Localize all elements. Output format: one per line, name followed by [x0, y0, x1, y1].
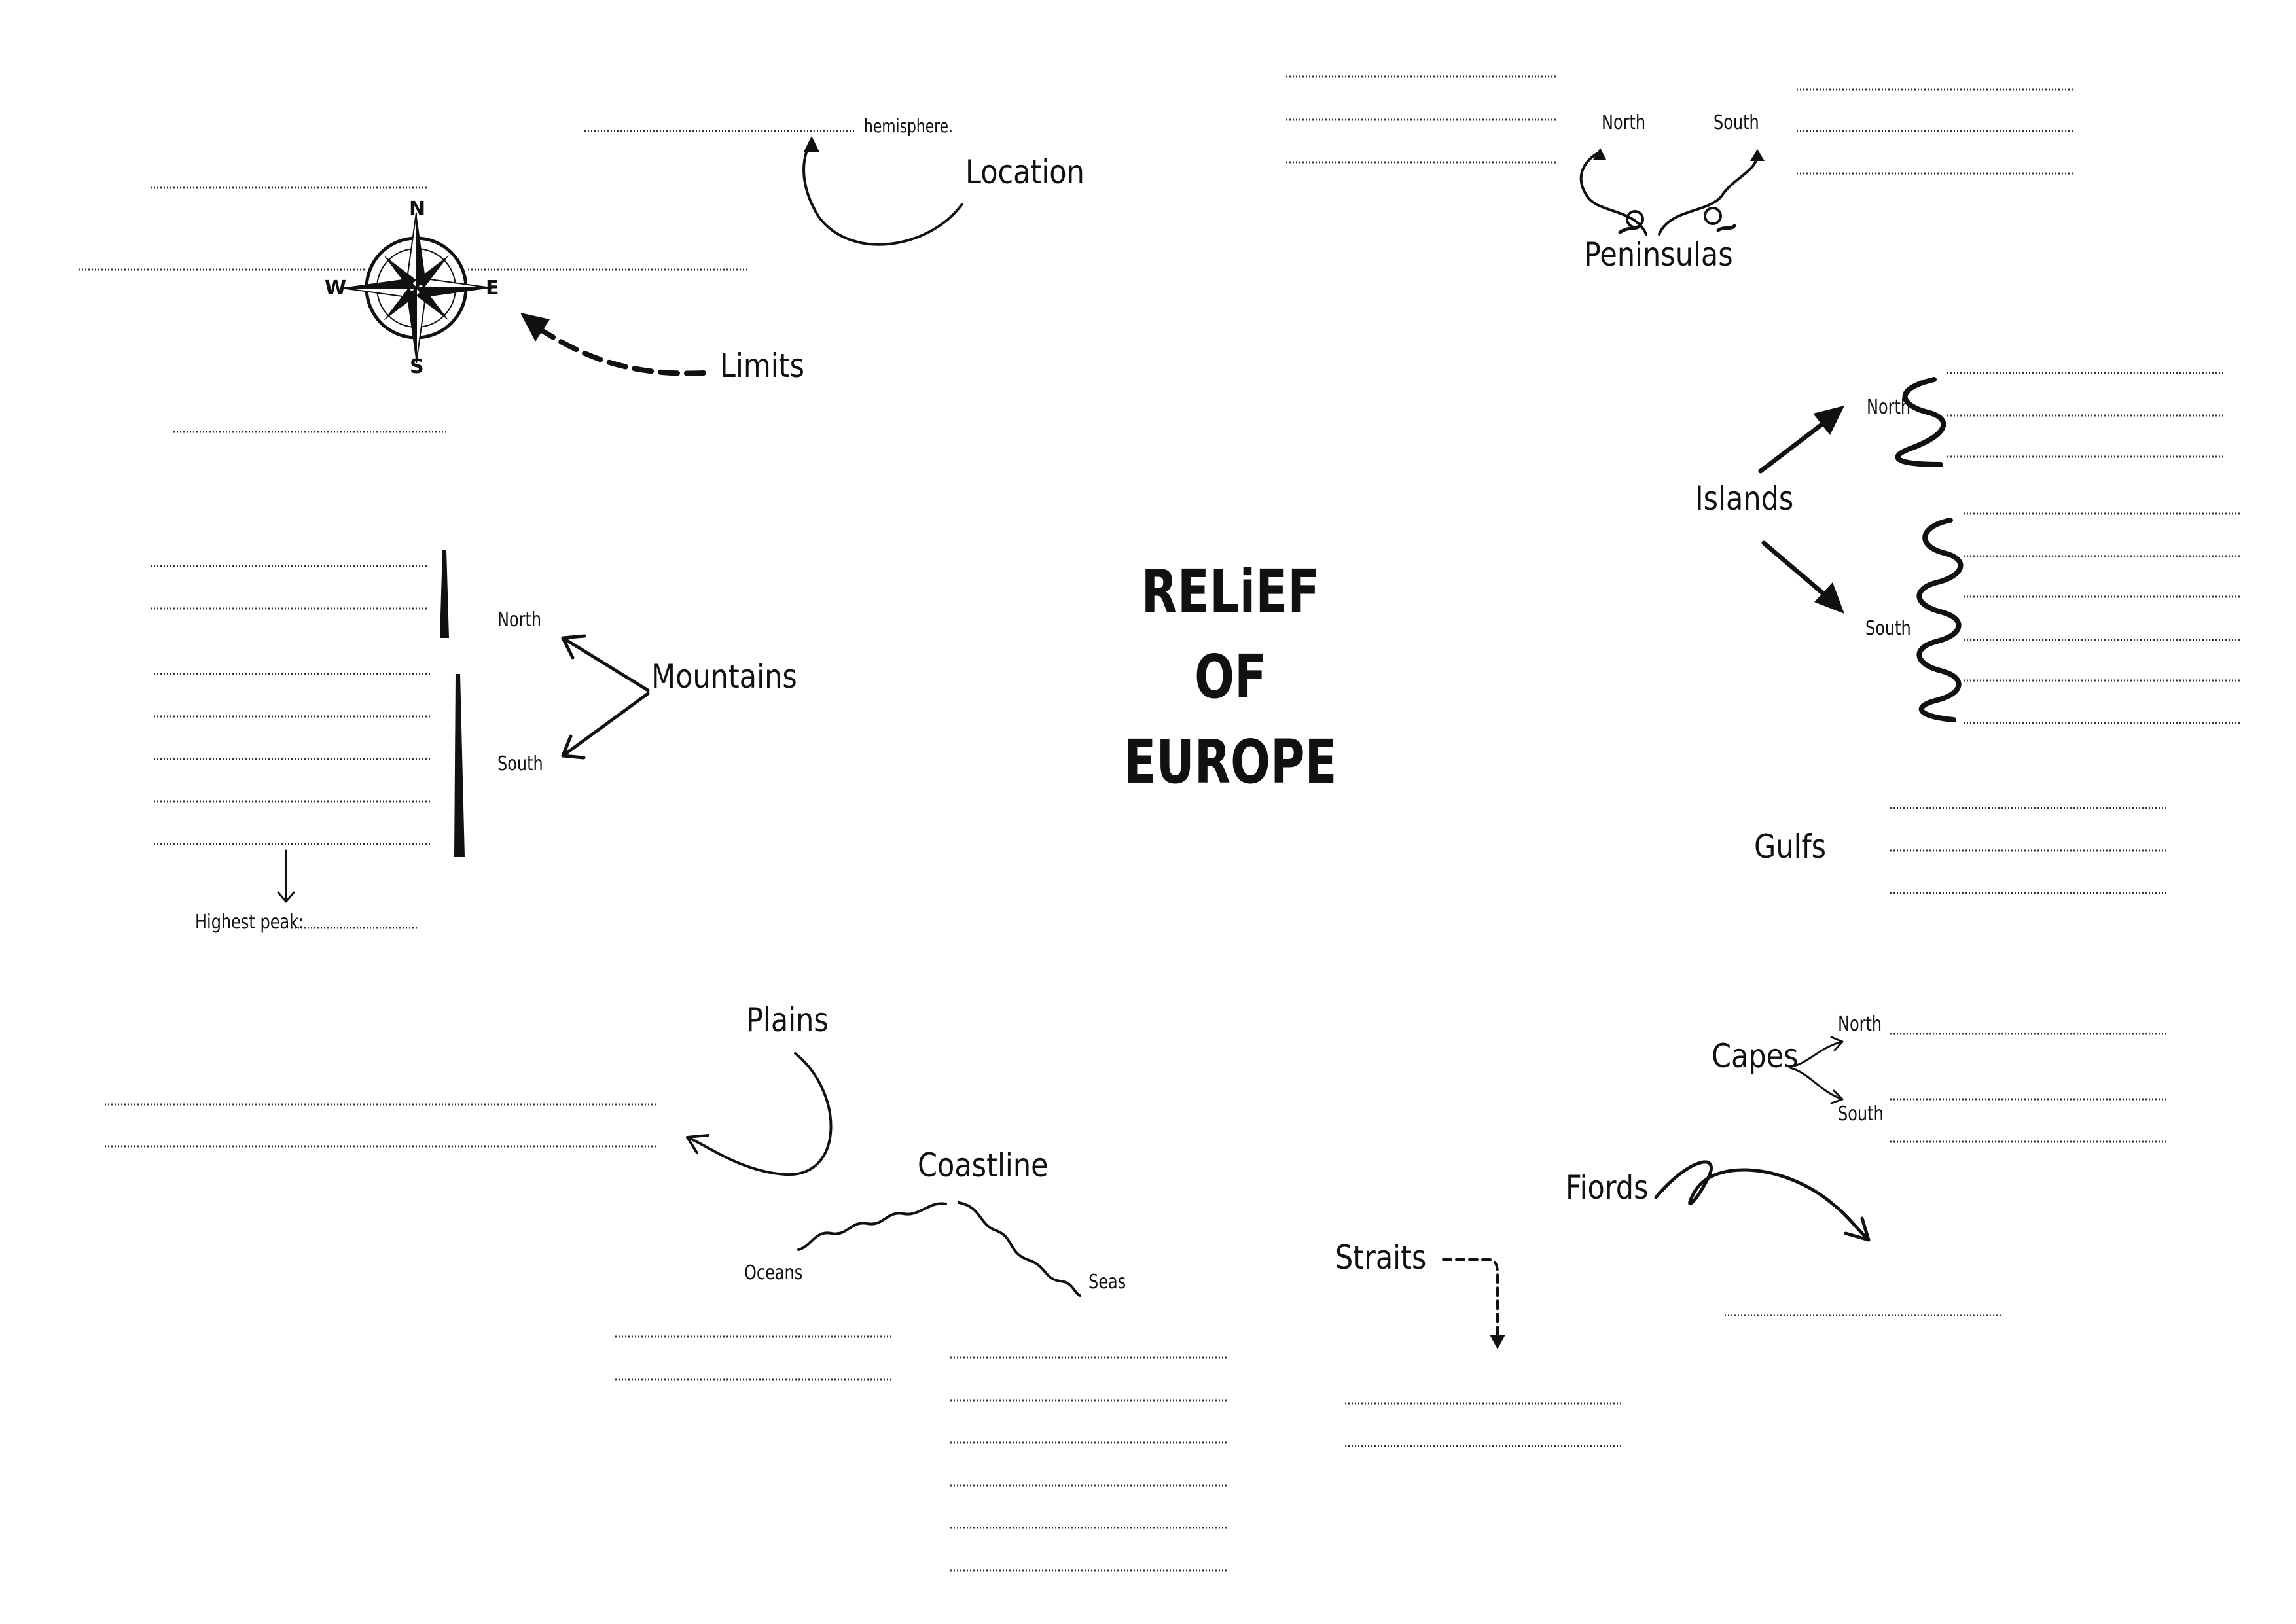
- capes-label: Capes: [1712, 1037, 1799, 1075]
- location-arrow: [802, 139, 963, 246]
- coastline-label: Coastline: [918, 1146, 1049, 1184]
- islands-north-arrowhead: [1813, 406, 1844, 435]
- fiords-label: Fiords: [1566, 1169, 1649, 1207]
- title-line-1: RELiEF: [1141, 557, 1320, 627]
- mountains-north-label: North: [497, 609, 542, 631]
- gulfs-answer-lines: [1890, 807, 2168, 894]
- mountains-answer-lines: [151, 565, 432, 929]
- islands-south-bracket: [1916, 518, 1964, 722]
- straits-answer-lines: [1345, 1402, 1623, 1447]
- mountains-south-brace: [454, 674, 465, 857]
- mountains-label: Mountains: [651, 658, 797, 696]
- plains-arrow: [686, 1052, 833, 1176]
- limits-answer-lines: [79, 186, 749, 433]
- islands-north-label: North: [1867, 396, 1911, 419]
- limits-label: Limits: [720, 347, 804, 385]
- capes-answer-lines: [1890, 1033, 2168, 1143]
- location-label: Location: [965, 153, 1085, 191]
- compass-east-label: E: [486, 277, 499, 300]
- hemisphere-label: hemisphere.: [864, 115, 954, 137]
- plains-answer-lines: [105, 1103, 658, 1148]
- peninsulas-label: Peninsulas: [1584, 236, 1733, 274]
- islands-south-label: South: [1865, 617, 1911, 640]
- islands-south-arrow: [1761, 540, 1832, 601]
- location-arrowhead: [804, 136, 819, 152]
- peninsulas-north-label: North: [1602, 111, 1646, 134]
- limits-dashed-arrow: [534, 325, 706, 376]
- coastline-seas-label: Seas: [1088, 1271, 1126, 1294]
- islands-south-arrowhead: [1814, 582, 1844, 614]
- straits-label: Straits: [1335, 1239, 1427, 1277]
- capes-south-label: South: [1838, 1103, 1884, 1125]
- peninsulas-answer-lines: [1286, 75, 2075, 175]
- islands-answer-lines: [1947, 372, 2242, 724]
- plains-label: Plains: [746, 1001, 829, 1039]
- coastline-seas-wave: [958, 1201, 1081, 1297]
- fiords-loop-arrow: [1654, 1160, 1871, 1242]
- title-line-2: OF: [1194, 642, 1267, 712]
- compass-rose-icon: [340, 212, 492, 364]
- mountains-south-label: South: [497, 752, 543, 775]
- highest-peak-label: Highest peak:: [195, 911, 304, 934]
- gulfs-label: Gulfs: [1754, 828, 1827, 866]
- islands-north-bracket: [1895, 377, 1946, 467]
- mountains-north-brace: [440, 550, 449, 638]
- coastline-oceans-wave: [797, 1202, 947, 1251]
- straits-arrowhead: [1490, 1335, 1505, 1349]
- mountains-arrows: [561, 634, 650, 760]
- compass-south-label: S: [410, 355, 424, 378]
- peninsulas-ornament: [1579, 148, 1765, 236]
- peninsulas-south-label: South: [1713, 111, 1759, 134]
- islands-north-arrow: [1758, 416, 1832, 474]
- coastline-answer-lines: [615, 1335, 1229, 1572]
- compass-west-label: W: [325, 277, 347, 300]
- capes-north-label: North: [1838, 1013, 1882, 1036]
- page-title: RELiEF OF EUROPE: [1073, 550, 1388, 805]
- islands-label: Islands: [1695, 480, 1794, 518]
- capes-arrows: [1789, 1036, 1844, 1104]
- compass-north-label: N: [409, 198, 426, 221]
- highest-peak-arrow: [277, 849, 295, 903]
- straits-dashed-arrow: [1442, 1258, 1499, 1339]
- coastline-oceans-label: Oceans: [744, 1262, 803, 1284]
- title-line-3: EUROPE: [1124, 727, 1337, 797]
- limits-arrowhead: [520, 313, 550, 342]
